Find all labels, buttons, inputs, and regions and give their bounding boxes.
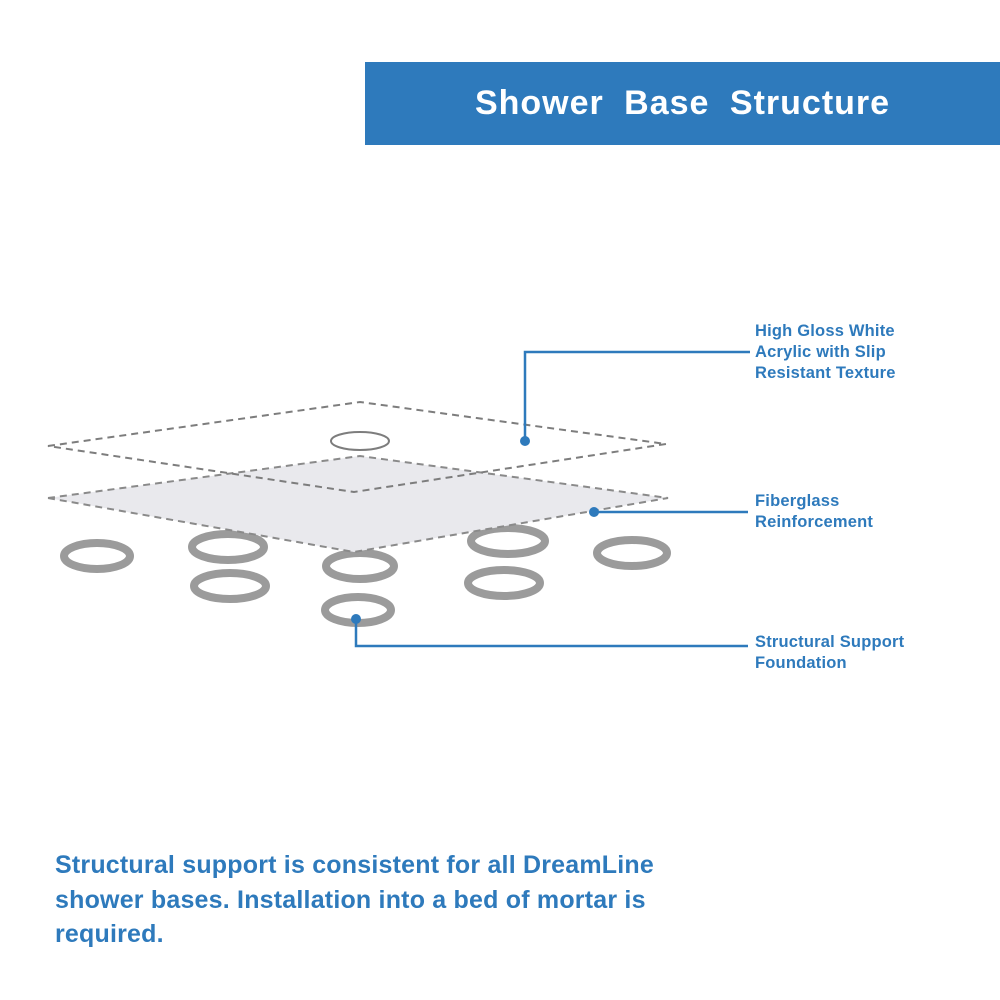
callout-lines-group — [354, 350, 750, 648]
acrylic-label-line: Resistant Texture — [755, 364, 896, 382]
fiberglass-layer — [47, 454, 669, 554]
acrylic-label-line: High Gloss White — [755, 322, 895, 340]
foundation-label: Structural Support Foundation — [755, 632, 904, 674]
foundation-callout-dot — [351, 614, 361, 624]
support-ring — [190, 569, 270, 603]
support-ring — [467, 524, 549, 558]
acrylic-callout-dot — [520, 436, 530, 446]
foundation-label-line: Foundation — [755, 654, 847, 672]
fiberglass-label: Fiberglass Reinforcement — [755, 491, 873, 533]
support-ring — [322, 549, 398, 583]
fiberglass-label-line: Reinforcement — [755, 513, 874, 531]
support-rings-group — [60, 524, 671, 627]
support-ring — [188, 530, 268, 564]
fiberglass-label-line: Fiberglass — [755, 492, 840, 510]
page-title: Shower Base Structure — [474, 84, 891, 122]
drain-opening — [330, 431, 390, 451]
foundation-callout-line — [354, 622, 748, 648]
support-ring — [60, 539, 134, 573]
acrylic-label: High Gloss White Acrylic with Slip Resis… — [755, 321, 896, 384]
title-banner: Shower Base Structure — [365, 62, 1000, 145]
acrylic-callout-line — [523, 350, 750, 438]
fiberglass-callout-dot — [589, 507, 599, 517]
acrylic-label-line: Acrylic with Slip — [755, 343, 886, 361]
support-ring — [464, 566, 544, 600]
foundation-label-line: Structural Support — [755, 633, 905, 651]
acrylic-layer — [47, 400, 667, 494]
footer-note: Structural support is consistent for all… — [55, 851, 655, 948]
callout-dots-group — [351, 436, 599, 624]
support-ring — [593, 536, 671, 570]
